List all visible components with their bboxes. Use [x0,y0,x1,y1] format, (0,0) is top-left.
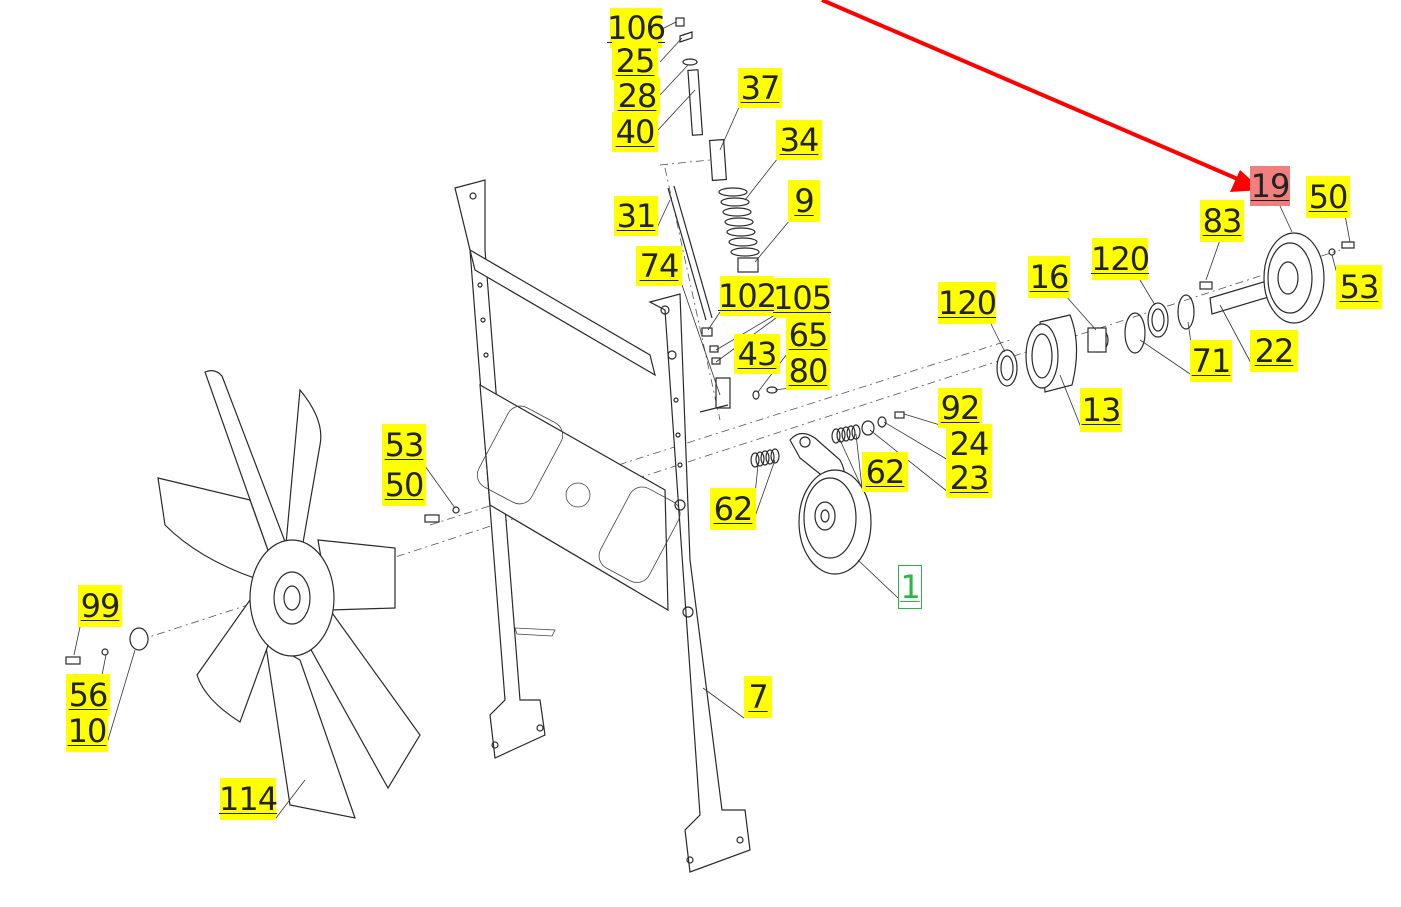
callout-9[interactable]: 9 [788,180,820,222]
callout-1[interactable]: 1 [898,565,922,609]
callout-40[interactable]: 40 [612,112,658,152]
callout-120-right[interactable]: 120 [1090,238,1150,280]
callout-83[interactable]: 83 [1200,200,1244,242]
callout-13[interactable]: 13 [1080,388,1122,432]
fan-assembly [65,370,460,819]
shaft-pulley-assembly [996,232,1355,393]
callout-19[interactable]: 19 [1250,166,1290,206]
callout-37[interactable]: 37 [738,68,782,108]
callout-10[interactable]: 10 [66,710,108,752]
callout-50-left[interactable]: 50 [382,464,426,506]
callout-56[interactable]: 56 [66,674,110,716]
callout-65[interactable]: 65 [786,316,830,354]
callout-74[interactable]: 74 [636,246,682,286]
callout-71[interactable]: 71 [1190,340,1232,382]
red-pointer-arrow [821,0,1262,192]
callout-105[interactable]: 105 [772,278,832,318]
callout-31[interactable]: 31 [614,196,658,236]
callout-62-right[interactable]: 62 [862,452,908,492]
callout-7[interactable]: 7 [744,676,772,718]
callout-92[interactable]: 92 [938,388,982,428]
callout-120-left[interactable]: 120 [937,282,997,324]
callout-80[interactable]: 80 [786,352,830,390]
callout-50-right[interactable]: 50 [1306,176,1350,218]
idler-pulley-assembly [750,411,905,575]
callout-99[interactable]: 99 [78,585,122,627]
frame-part [454,179,751,873]
tensioner-assembly [667,17,778,413]
callout-23[interactable]: 23 [946,458,992,498]
callout-22[interactable]: 22 [1250,330,1298,372]
callout-53-left[interactable]: 53 [382,424,426,466]
callout-106[interactable]: 106 [606,8,666,48]
callout-28[interactable]: 28 [614,77,660,115]
callout-34[interactable]: 34 [776,120,822,160]
callout-53-right[interactable]: 53 [1336,265,1382,309]
callout-114[interactable]: 114 [218,778,278,820]
callout-62-left[interactable]: 62 [710,488,756,530]
callout-24[interactable]: 24 [946,424,992,464]
callout-43[interactable]: 43 [734,334,780,374]
callout-102[interactable]: 102 [717,276,777,316]
leader-lines [73,21,1351,819]
callout-16[interactable]: 16 [1028,256,1070,298]
callout-25[interactable]: 25 [612,42,658,80]
